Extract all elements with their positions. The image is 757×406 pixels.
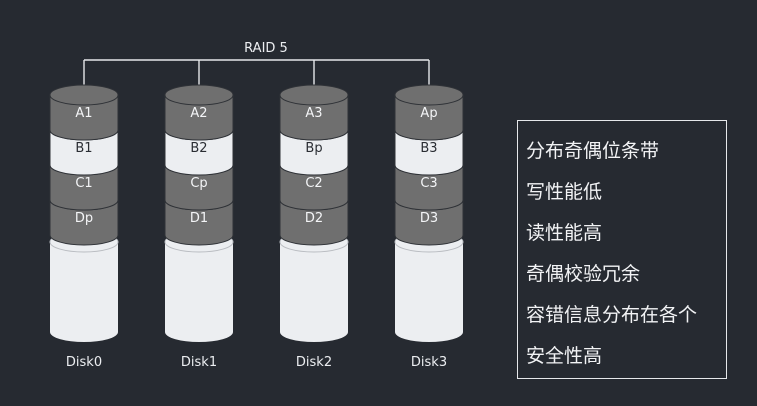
segment-label: B1 [75, 141, 92, 156]
raid-title: RAID 5 [244, 41, 288, 56]
segment-label: C3 [420, 176, 437, 191]
segment-band [164, 199, 234, 246]
stripe-segment: A2 [164, 84, 234, 141]
feature-item: 奇偶校验冗余 [526, 263, 641, 285]
segment-band [394, 164, 464, 211]
disk-body [280, 242, 348, 342]
segment-label: Cp [190, 176, 207, 191]
segment-band [394, 199, 464, 246]
stripe-segment: Ap [394, 84, 464, 141]
segment-label: B2 [190, 141, 207, 156]
segment-label: D3 [420, 211, 438, 226]
segment-label: Bp [305, 141, 322, 156]
segment-label: A1 [75, 106, 92, 121]
feature-item: 分布奇偶位条带 [526, 140, 660, 162]
feature-item: 写性能低 [526, 181, 603, 203]
stripe-segment: A3 [279, 84, 349, 141]
segment-band [279, 94, 349, 141]
segment-label: A3 [305, 106, 322, 121]
segment-band [279, 199, 349, 246]
disk-body [165, 242, 233, 342]
disk-array: DpC1B1A1Disk0D1CpB2A2Disk1D2C2BpA3Disk2D… [49, 84, 464, 370]
segment-band [49, 94, 119, 141]
segment-label: D1 [190, 211, 208, 226]
segment-label: A2 [190, 106, 207, 121]
segment-label: B3 [420, 141, 437, 156]
segment-cap [49, 84, 119, 106]
feature-item: 读性能高 [526, 222, 603, 244]
segment-band [279, 129, 349, 176]
segment-cap [279, 84, 349, 106]
segment-band [164, 94, 234, 141]
disk-body [50, 242, 118, 342]
segment-band [164, 129, 234, 176]
feature-list: 分布奇偶位条带写性能低读性能高奇偶校验冗余容错信息分布在各个安全性高 [517, 120, 727, 379]
segment-label: C2 [305, 176, 322, 191]
segment-band [49, 129, 119, 176]
segment-cap [164, 84, 234, 106]
segment-label: C1 [75, 176, 92, 191]
disk-name: Disk0 [66, 355, 102, 370]
segment-band [164, 164, 234, 211]
segment-label: Ap [420, 106, 437, 121]
feature-item: 容错信息分布在各个 [526, 304, 698, 326]
segment-band [279, 164, 349, 211]
segment-band [49, 164, 119, 211]
segment-band [49, 199, 119, 246]
stripe-segment: A1 [49, 84, 119, 141]
raid-connectors [83, 59, 430, 86]
feature-item: 安全性高 [526, 345, 603, 367]
segment-band [394, 129, 464, 176]
disk-name: Disk3 [411, 355, 447, 370]
segment-label: D2 [305, 211, 323, 226]
segment-band [394, 94, 464, 141]
segment-cap [394, 84, 464, 106]
disk-body [395, 242, 463, 342]
disk-name: Disk2 [296, 355, 332, 370]
segment-label: Dp [75, 211, 93, 226]
disk-name: Disk1 [181, 355, 217, 370]
